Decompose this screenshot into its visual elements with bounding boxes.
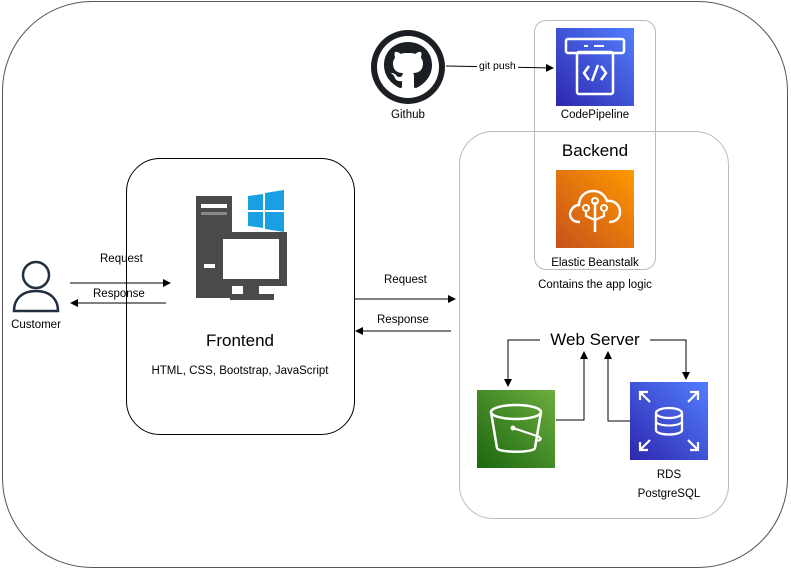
elastic-beanstalk-icon [556, 170, 634, 248]
web-server-label: Web Server [540, 330, 650, 350]
webserver-to-s3-arrow [504, 339, 542, 387]
s3-to-webserver-arrow [556, 351, 588, 421]
elastic-beanstalk-note: Contains the app logic [538, 279, 652, 291]
elastic-beanstalk-label: Elastic Beanstalk [551, 257, 639, 269]
backend-container [459, 131, 729, 519]
backend-response-label: Response [377, 314, 429, 326]
rds-to-webserver-arrow [604, 351, 630, 422]
frontend-title: Frontend [205, 331, 275, 350]
rds-database-icon [630, 382, 708, 460]
customer-response-label: Response [93, 288, 145, 300]
backend-request-label: Request [384, 274, 427, 286]
webserver-to-rds-arrow [646, 339, 690, 380]
codepipeline-icon [556, 28, 634, 106]
windows-desktop-icon [195, 190, 287, 302]
pipeline-container [534, 20, 656, 270]
frontend-stack: HTML, CSS, Bootstrap, JavaScript [151, 365, 329, 377]
backend-title: Backend [561, 141, 629, 160]
customer-label: Customer [11, 319, 61, 331]
customer-request-label: Request [100, 253, 143, 265]
rds-label: RDS [656, 469, 682, 481]
person-icon [12, 259, 60, 313]
codepipeline-label: CodePipeline [560, 109, 630, 121]
s3-bucket-icon [477, 390, 555, 468]
rds-sublabel: PostgreSQL [637, 488, 701, 500]
github-label: Github [391, 109, 425, 121]
frontend-container [126, 158, 355, 435]
github-icon [371, 30, 445, 104]
git-push-label: git push [477, 60, 518, 72]
